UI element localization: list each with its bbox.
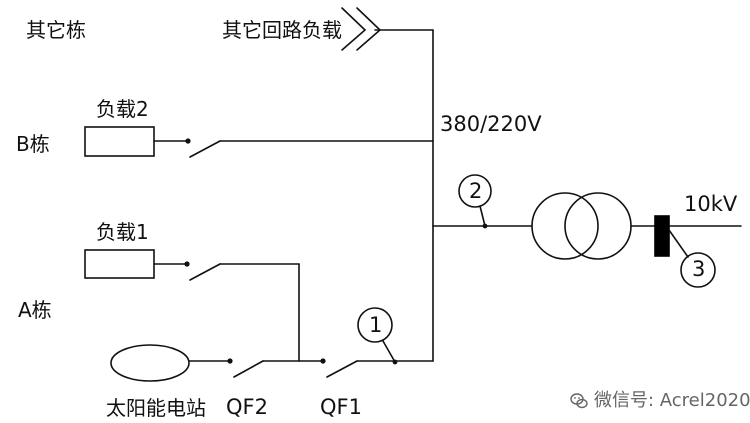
hv-breaker-block: [654, 215, 670, 257]
building-b-label: B栋: [16, 132, 50, 156]
marker-2-leader: [479, 205, 486, 227]
breaker-qf1-label: QF1: [320, 395, 362, 419]
marker-2-circle: [458, 174, 492, 208]
wechat-icon: [570, 393, 588, 409]
other-loads-arrow: [341, 7, 367, 51]
marker-3-leader: [668, 229, 689, 258]
load-1-switch-contact: [184, 261, 190, 267]
watermark: 微信号: Acrel2020: [570, 392, 750, 410]
voltage-label: 380/220V: [440, 112, 542, 136]
load-1-label: 负载1: [96, 220, 149, 244]
qf2-contact: [227, 358, 233, 364]
other-building-label: 其它栋: [26, 18, 86, 42]
qf2-blade: [233, 360, 264, 378]
load-2-switch-contact: [185, 138, 191, 144]
marker-1-circle: [357, 307, 393, 343]
breaker-qf2-label: QF2: [226, 395, 268, 419]
other-loads-arrow-inner: [356, 7, 382, 51]
load-1-box: [84, 249, 155, 279]
qf1-blade: [326, 360, 358, 378]
marker-1-leader: [382, 340, 396, 363]
marker-3-number: 3: [692, 257, 706, 281]
load-1-switch-blade: [189, 263, 221, 281]
hv-voltage-label: 10kV: [684, 192, 738, 216]
solar-station-ellipse: [110, 344, 190, 382]
marker-1-tick: [392, 359, 398, 365]
load-2-box: [84, 126, 155, 157]
building-a-label: A栋: [18, 298, 52, 322]
marker-2-number: 2: [469, 179, 483, 203]
qf1-contact: [320, 358, 326, 364]
load-2-label: 负载2: [96, 97, 149, 121]
marker-2-tick: [482, 223, 488, 229]
transformer-winding-primary: [531, 192, 599, 260]
load-2-switch-blade: [189, 140, 221, 158]
watermark-text: 微信号: Acrel2020: [594, 390, 750, 411]
marker-3-circle: [680, 252, 716, 288]
other-loads-label: 其它回路负载: [222, 18, 342, 42]
solar-station-label: 太阳能电站: [106, 396, 206, 420]
marker-1-number: 1: [369, 313, 383, 337]
